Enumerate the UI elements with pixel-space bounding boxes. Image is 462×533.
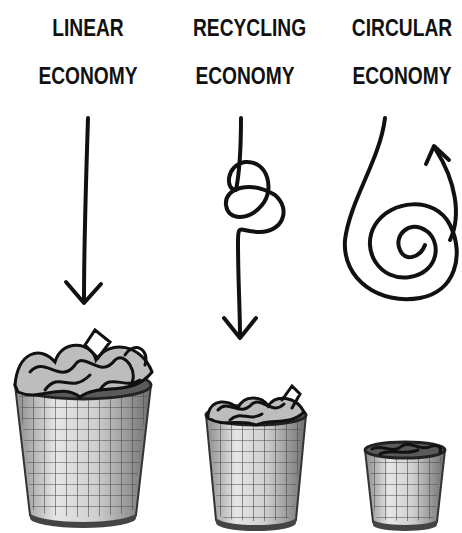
column-heading: CIRCULAR ECONOMY: [350, 4, 454, 100]
spiral-line: [345, 118, 457, 299]
bin-body: [365, 450, 445, 528]
trash-scribble: [30, 330, 146, 390]
bin-rim: [365, 442, 445, 458]
recycling-arrow: [224, 118, 284, 338]
full-waste-bin: [15, 330, 152, 528]
bin-mesh: [19, 392, 147, 517]
arrow-head: [224, 318, 256, 338]
small-waste-bin: [365, 442, 445, 531]
bin-body: [15, 385, 151, 525]
bin-mesh: [210, 422, 302, 521]
bin-body: [206, 415, 306, 528]
trash-scribble: [372, 444, 441, 454]
arrow-line: [84, 118, 88, 300]
arrow-head: [66, 282, 101, 303]
circular-arrow: [345, 118, 457, 299]
arrow-line: [226, 118, 284, 335]
column-heading: LINEAR ECONOMY: [36, 4, 140, 100]
bin-base: [30, 512, 136, 528]
trash-scribble: [218, 386, 300, 420]
arrow-head: [426, 146, 449, 164]
bin-base: [373, 519, 437, 531]
linear-arrow: [66, 118, 101, 303]
bin-base: [216, 517, 296, 531]
arrow-line: [436, 150, 456, 240]
half-waste-bin: [206, 386, 306, 531]
column-heading: RECYCLING ECONOMY: [193, 4, 297, 100]
bin-mesh: [369, 457, 441, 521]
